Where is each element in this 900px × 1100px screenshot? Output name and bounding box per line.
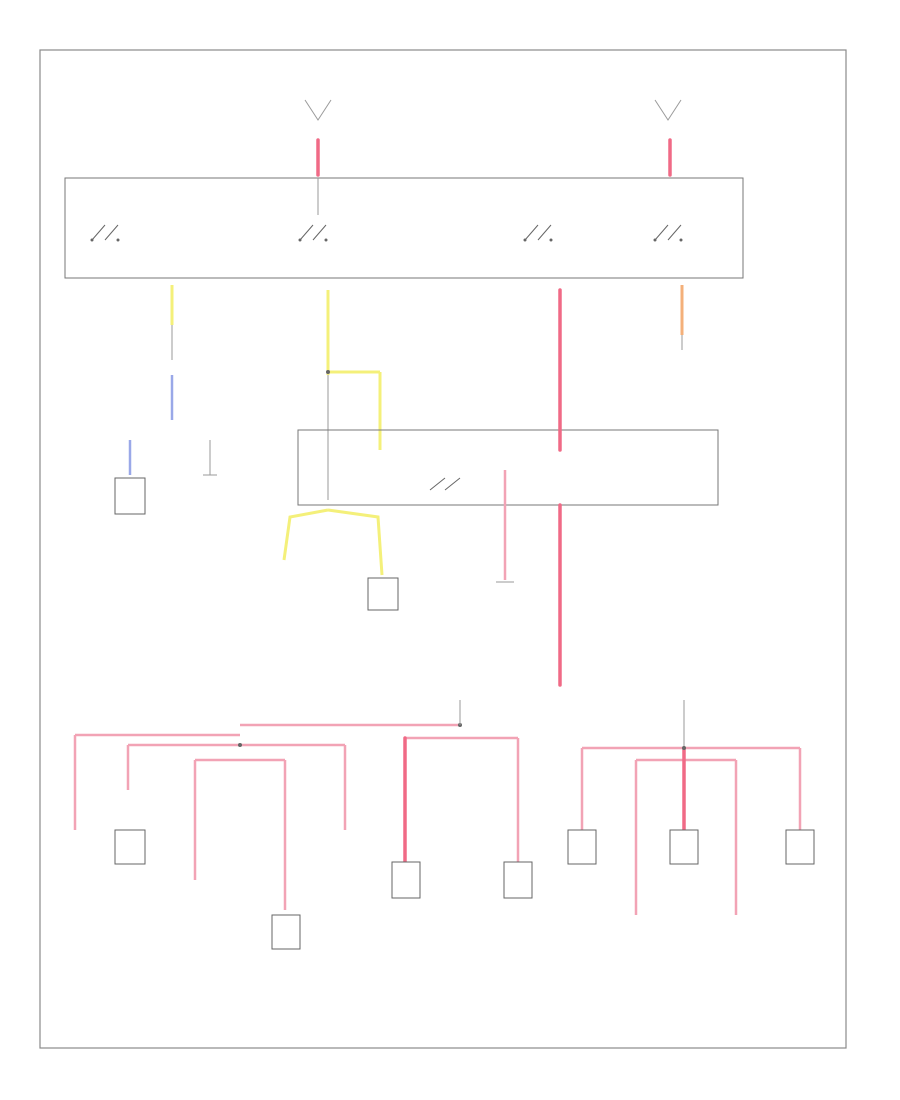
component-center-1 <box>367 577 399 611</box>
component-lower-6 <box>669 829 699 865</box>
component-lower-3 <box>391 861 421 899</box>
fuse-block-lower <box>297 429 719 506</box>
relay-switch-1 <box>90 224 120 242</box>
power-source-right <box>654 99 682 177</box>
diagram-frame <box>39 49 847 1049</box>
component-lower-7 <box>785 829 815 865</box>
power-source-left <box>304 99 332 177</box>
relay-switch-5 <box>429 477 461 491</box>
component-lower-2 <box>271 914 301 950</box>
relay-switch-2 <box>298 178 328 242</box>
fuse-block <box>64 177 744 279</box>
component-lower-5 <box>567 829 597 865</box>
component-lower-4 <box>503 861 533 899</box>
component-lower-1 <box>114 829 146 865</box>
relay-switch-4 <box>653 224 683 242</box>
component-left-1 <box>114 477 146 515</box>
relay-switch-3 <box>523 224 553 242</box>
